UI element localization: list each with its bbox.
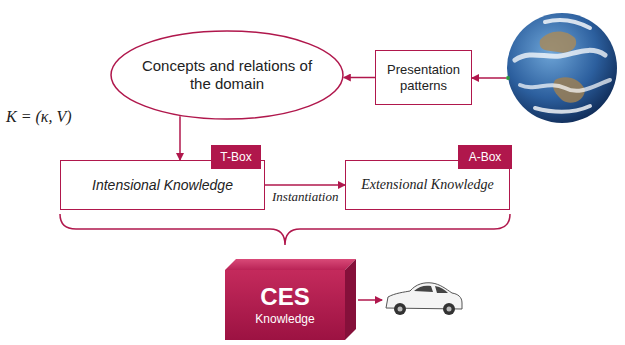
earth-arrow bbox=[472, 77, 506, 79]
connector-arrow bbox=[179, 116, 181, 160]
formula-label: K = (κ, V) bbox=[6, 108, 72, 126]
node-text: CES bbox=[260, 283, 309, 312]
tbox-tab: T-Box bbox=[211, 145, 261, 169]
node-text: Presentation patterns bbox=[382, 62, 465, 93]
node-text: A-Box bbox=[469, 150, 502, 164]
extensional-box: Extensional KnowledgeA-Box bbox=[345, 160, 510, 210]
edge-label: Instantiation bbox=[272, 189, 338, 205]
earth-dot bbox=[506, 76, 510, 80]
intensional-box: Intensional KnowledgeT-Box bbox=[60, 160, 265, 210]
node-text: Intensional Knowledge bbox=[92, 177, 233, 194]
node-subtext: Knowledge bbox=[255, 312, 314, 326]
ces-block: CESKnowledge bbox=[225, 270, 345, 340]
connector-arrow bbox=[344, 77, 375, 79]
node-text: T-Box bbox=[220, 150, 251, 164]
connector-arrow bbox=[265, 184, 345, 186]
earth-picture bbox=[507, 13, 617, 123]
car-picture bbox=[386, 283, 462, 315]
ces-block-sides bbox=[225, 259, 356, 340]
pattern-box: Presentation patterns bbox=[375, 50, 472, 105]
node-text: Concepts and relations of the domain bbox=[140, 57, 314, 93]
abox-tab: A-Box bbox=[458, 145, 512, 169]
curly-bracket bbox=[60, 214, 510, 245]
node-text: Extensional Knowledge bbox=[361, 177, 494, 194]
concept-ellipse: Concepts and relations of the domain bbox=[110, 30, 344, 120]
car-arrow bbox=[358, 299, 382, 301]
